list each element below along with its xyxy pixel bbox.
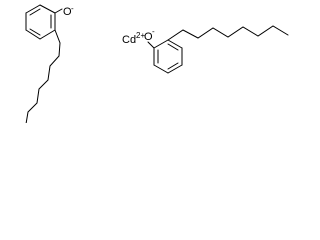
left-octyl-chain — [25, 29, 61, 123]
right-ring-double-bond-2 — [167, 62, 179, 70]
left-c-o-bond — [54, 8, 63, 14]
cadmium-charge: 2+ — [136, 31, 145, 40]
left-ring-double-bond-3 — [29, 28, 41, 36]
right-ring-bond-2 — [167, 39, 183, 49]
right-ring-bond-5 — [153, 64, 169, 74]
right-c-o-bond — [147, 41, 155, 49]
right-oxygen-label: O — [144, 31, 153, 43]
right-ring-bond-4 — [167, 64, 183, 74]
right-ring-bond-1 — [153, 39, 169, 49]
left-ring-bond-2 — [39, 4, 56, 14]
left-ring-double-bond-1 — [29, 8, 41, 16]
left-ring-bond-4 — [39, 29, 56, 40]
right-phenolate — [147, 25, 289, 74]
left-ring-bond-1 — [25, 4, 41, 14]
right-oxygen-charge: - — [152, 27, 155, 36]
left-phenolate — [25, 4, 63, 123]
left-oxygen-label: O — [63, 6, 72, 18]
cadmium-label: Cd — [122, 34, 136, 46]
left-ring-bond-5 — [25, 29, 41, 40]
octylphenolate-cadmium-structure: O - Cd 2+ O - — [25, 4, 289, 123]
right-ring-double-bond-1 — [167, 43, 179, 51]
left-oxygen-charge: - — [71, 4, 74, 13]
right-octyl-chain — [167, 25, 289, 41]
